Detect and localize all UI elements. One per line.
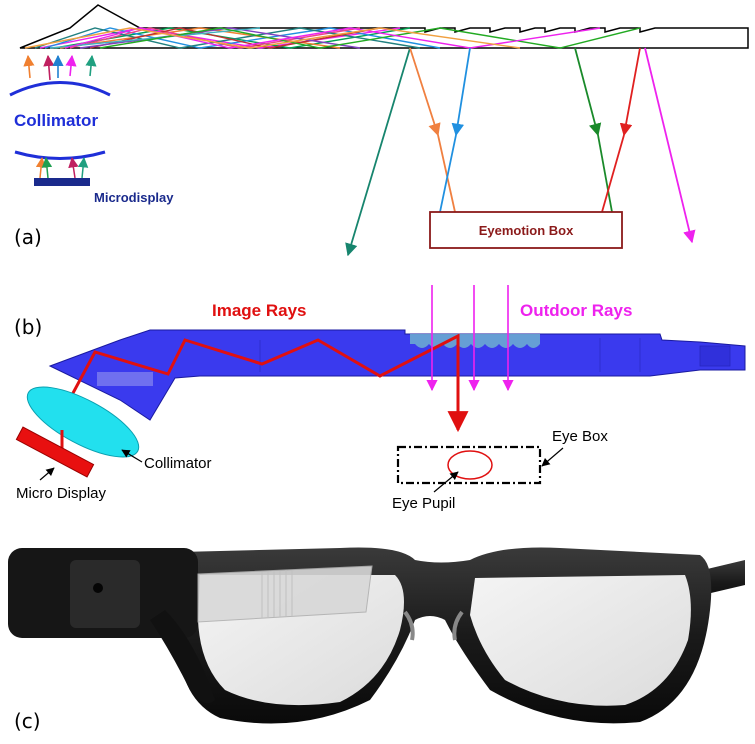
panel-c: (c) xyxy=(8,547,745,733)
eyemotion-box-label: Eyemotion Box xyxy=(479,223,574,238)
micro-display-label: Micro Display xyxy=(16,485,107,502)
eye-box-pointer xyxy=(541,447,564,467)
collimator-b-label: Collimator xyxy=(144,455,212,472)
microdisplay-label: Microdisplay xyxy=(94,190,174,205)
eyemotion-box xyxy=(429,211,623,249)
outdoor-rays xyxy=(426,285,514,392)
right-lens xyxy=(470,575,691,706)
panel-a-label: (a) xyxy=(14,225,42,249)
waveguide-body xyxy=(48,329,746,421)
microdisplay xyxy=(34,178,90,186)
collimator-pointer xyxy=(121,449,143,463)
panel-a: Collimator Microdisplay Eyemotion Box (a… xyxy=(9,4,749,257)
panel-b-label: (b) xyxy=(14,315,42,339)
eye-pupil-label: Eye Pupil xyxy=(392,495,455,512)
collimator-upper-lens xyxy=(9,81,111,97)
glasses-photo xyxy=(8,547,745,724)
eye-box-label: Eye Box xyxy=(552,428,608,445)
eye-pupil xyxy=(447,450,493,480)
waveguide-plate xyxy=(19,4,749,49)
outcoupled-rays xyxy=(345,47,696,257)
panel-c-label: (c) xyxy=(14,709,41,733)
waveguide-window xyxy=(97,372,153,386)
waveguide-slab xyxy=(197,565,373,623)
image-rays-label: Image Rays xyxy=(212,301,307,320)
collimator-label: Collimator xyxy=(14,111,98,130)
panel-b: (b) Image Rays Outdoor Rays Collimator xyxy=(14,285,746,512)
input-rays xyxy=(23,54,97,81)
micro-display xyxy=(15,426,95,478)
micro-display-pointer xyxy=(39,467,55,481)
eye-pupil-pointer xyxy=(433,471,459,493)
collimator-lens xyxy=(26,386,140,458)
outdoor-rays-label: Outdoor Rays xyxy=(520,301,632,320)
guided-rays xyxy=(24,27,641,49)
eye-box xyxy=(396,445,542,485)
collimator-lower-lens xyxy=(14,150,106,160)
slab-stripes xyxy=(261,570,293,618)
waveguide-detail-lines xyxy=(259,338,731,372)
microdisplay-rays xyxy=(35,156,89,179)
